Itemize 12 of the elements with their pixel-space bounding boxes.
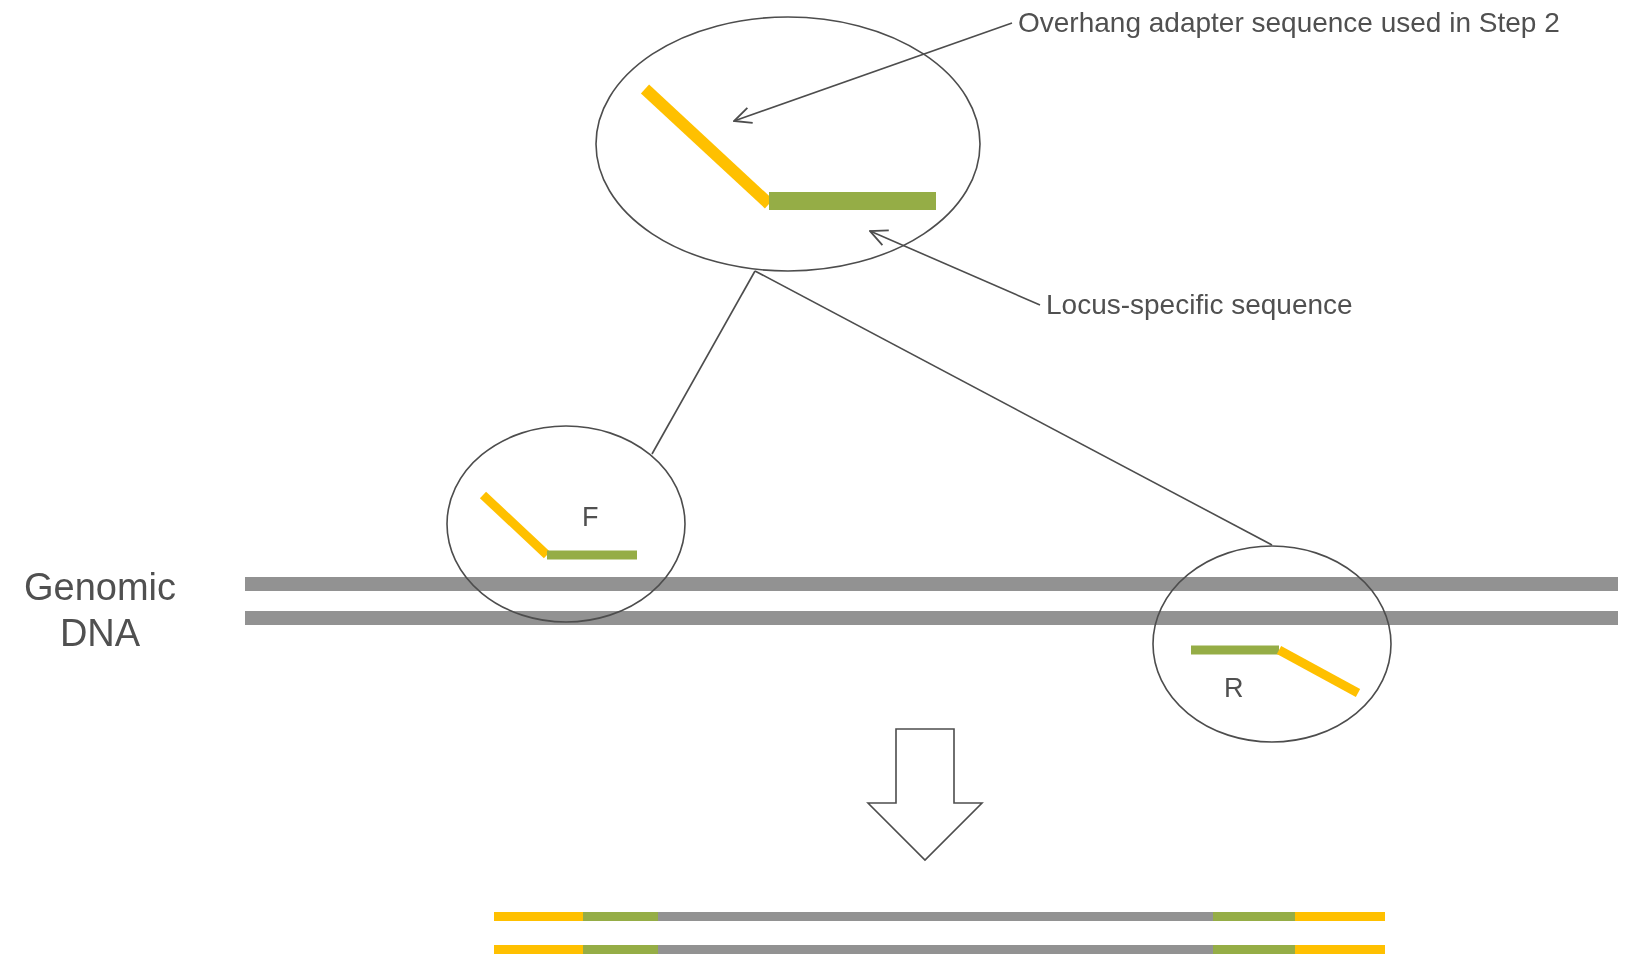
primer-label: R: [1224, 673, 1244, 703]
reverse-primer-ellipse: [1152, 545, 1392, 743]
leader-line: [869, 229, 1041, 306]
leader-line: [733, 22, 1013, 124]
primer-label: F: [582, 502, 599, 532]
connector-line: [754, 270, 1273, 546]
primer-zoom-ellipse: [595, 16, 981, 272]
forward-primer-ellipse: [446, 425, 686, 623]
callout-text: Overhang adapter sequence used in Step 2: [1018, 6, 1560, 40]
strand-label: Genomic DNA: [22, 565, 178, 656]
callout-text: Locus-specific sequence: [1046, 288, 1353, 322]
connector-line: [651, 270, 756, 455]
